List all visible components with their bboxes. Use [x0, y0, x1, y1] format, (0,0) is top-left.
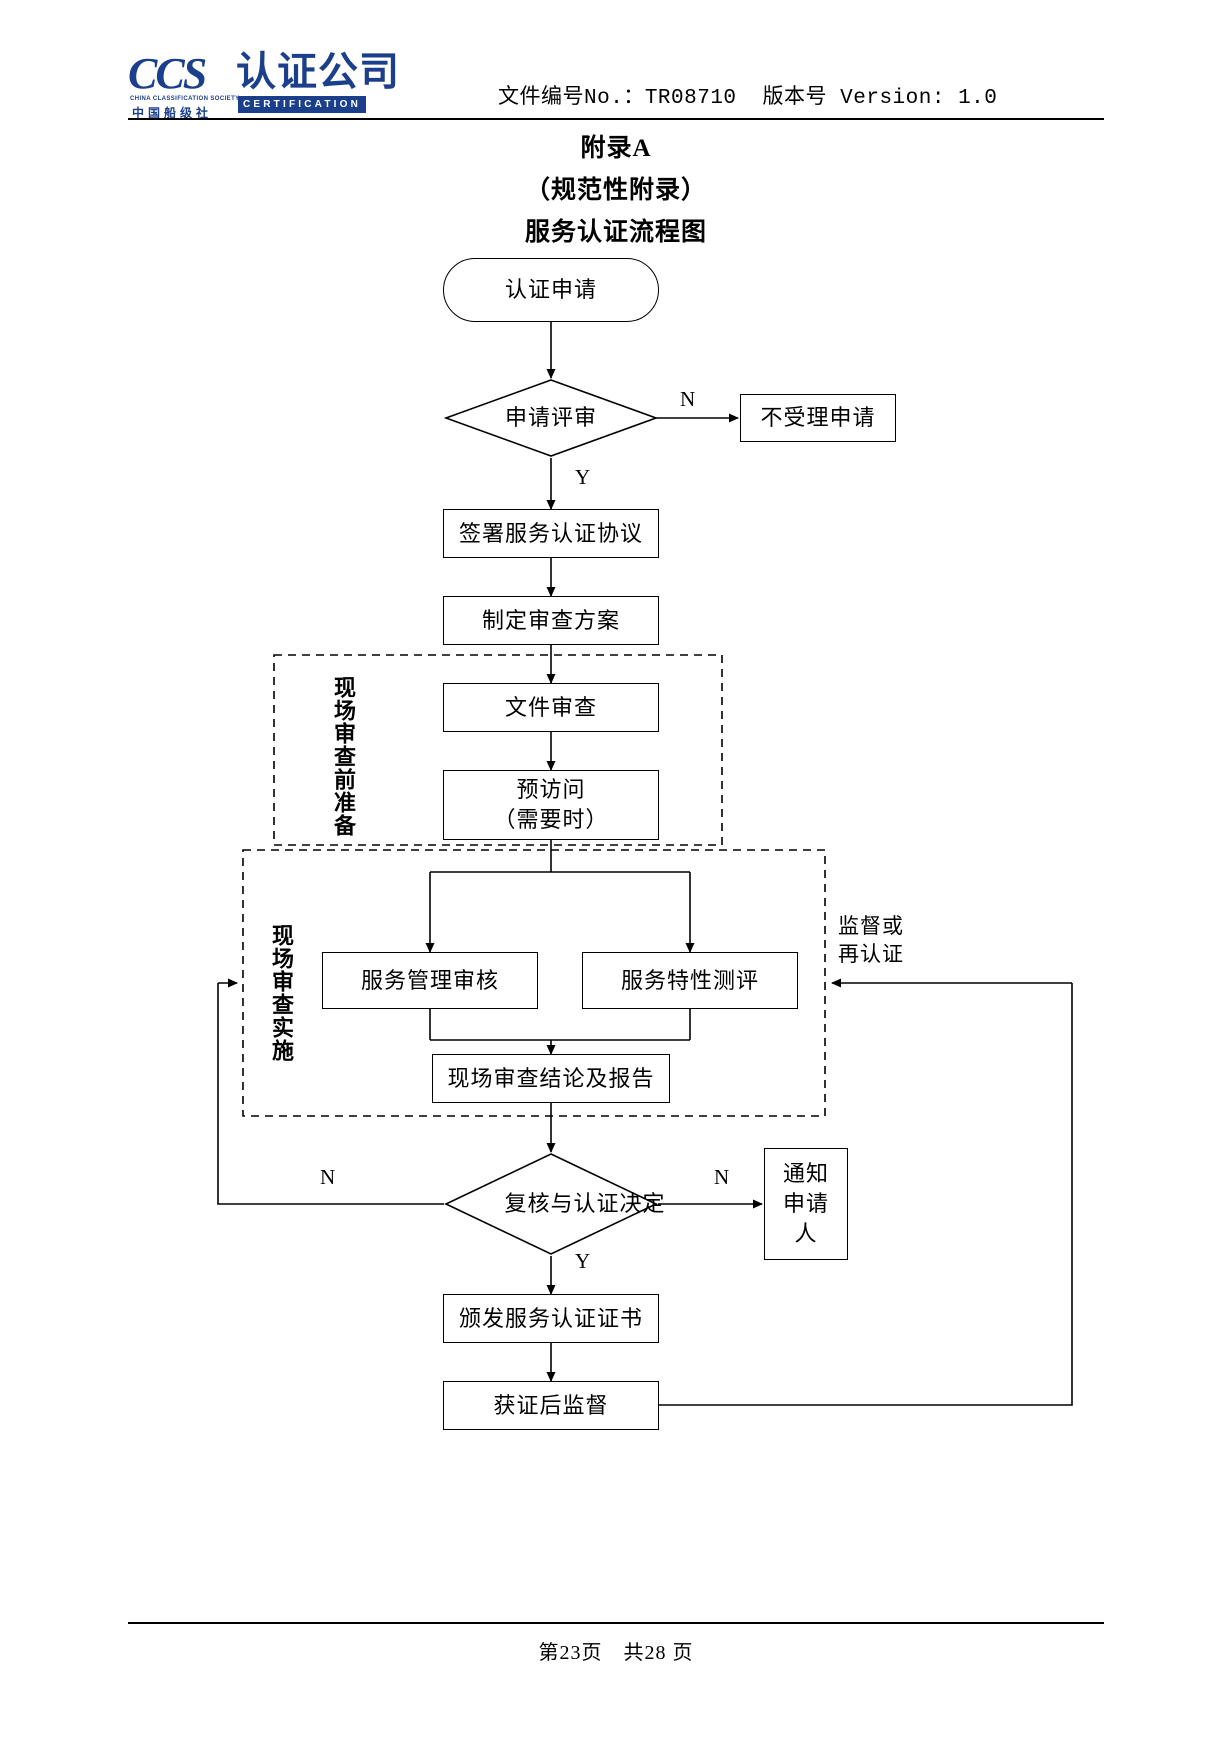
node-review-and-decision-label: 复核与认证决定 — [504, 1191, 666, 1216]
edge-label-decision-no-right: N — [714, 1165, 730, 1189]
logo-certification-banner: CERTIFICATION — [238, 96, 366, 113]
node-post-certification-surveillance: 获证后监督 — [443, 1381, 659, 1430]
doc-number-value: TR08710 — [644, 87, 737, 110]
header-divider — [128, 118, 1104, 120]
node-document-review: 文件审查 — [443, 683, 659, 732]
node-issue-certificate: 颁发服务认证证书 — [443, 1294, 659, 1343]
edge-label-decision-no-left: N — [320, 1165, 336, 1189]
group-label-onsite-execution: 现场审查实施 — [269, 924, 294, 1062]
version-value: 1.0 — [958, 87, 998, 110]
node-application-review: 申请评审 — [444, 378, 658, 458]
footer-divider — [128, 1622, 1104, 1624]
doc-number-label: 文件编号No.： — [498, 87, 645, 110]
ccs-logo: CCS CHINA CLASSIFICATION SOCIETY 中国船级社 认… — [128, 49, 399, 121]
node-sign-agreement: 签署服务认证协议 — [443, 509, 659, 558]
node-service-feature-evaluation: 服务特性测评 — [582, 952, 798, 1009]
footer-page-number: 第23页 共28 页 — [538, 1642, 694, 1664]
node-service-management-audit: 服务管理审核 — [322, 952, 538, 1009]
group-label-presite-preparation: 现场审查前准备 — [331, 676, 356, 837]
node-previsit: 预访问 （需要时） — [443, 770, 659, 840]
edge-label-surveillance-recert: 监督或 再认证 — [838, 912, 904, 968]
node-certification-application: 认证申请 — [443, 258, 659, 322]
node-onsite-conclusion-report: 现场审查结论及报告 — [432, 1054, 670, 1103]
node-audit-plan: 制定审查方案 — [443, 596, 659, 645]
logo-society-chinese: 中国船级社 — [132, 106, 213, 120]
logo-company-chinese: 认证公司 — [236, 49, 400, 94]
recert-line-2: 再认证 — [838, 942, 904, 966]
title-block: 附录A （规范性附录） 服务认证流程图 — [0, 128, 1232, 254]
flowchart-title: 服务认证流程图 — [524, 219, 707, 246]
logo-ccs-text: CCS — [128, 49, 207, 98]
edge-label-review-no: N — [680, 387, 696, 411]
recert-line-1: 监督或 — [838, 914, 904, 938]
version-label: 版本号 Version: — [762, 87, 945, 110]
node-reject-application: 不受理申请 — [740, 394, 896, 442]
appendix-title: 附录A — [580, 135, 652, 162]
page-header: CCS CHINA CLASSIFICATION SOCIETY 中国船级社 认… — [0, 0, 1232, 125]
normative-subtitle: （规范性附录） — [524, 177, 707, 204]
edge-label-review-yes: Y — [575, 465, 591, 489]
document-metadata: 文件编号No.：TR08710 版本号 Version: 1.0 — [498, 80, 997, 110]
logo-society-english: CHINA CLASSIFICATION SOCIETY — [130, 96, 240, 102]
node-review-and-decision: 复核与认证决定 — [444, 1152, 665, 1256]
edge-label-decision-yes: Y — [575, 1249, 591, 1273]
node-notify-applicant: 通知申请人 — [764, 1148, 848, 1260]
node-application-review-label: 申请评审 — [504, 405, 597, 430]
node-previsit-line1: 预访问 （需要时） — [493, 777, 609, 832]
